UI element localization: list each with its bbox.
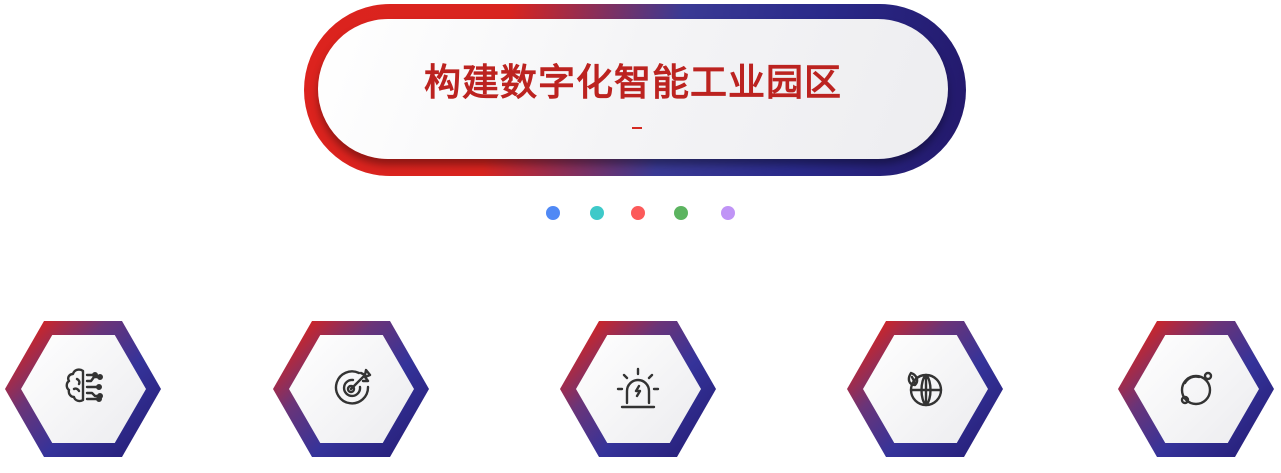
pagination-dot-2[interactable] bbox=[590, 206, 604, 220]
ai-brain-icon bbox=[55, 359, 115, 419]
title-underline bbox=[632, 127, 642, 129]
alarm-light-icon bbox=[608, 359, 668, 419]
eco-globe-icon bbox=[895, 359, 955, 419]
target-icon bbox=[321, 359, 381, 419]
pagination-dot-4[interactable] bbox=[674, 206, 688, 220]
pagination-dot-5[interactable] bbox=[721, 206, 735, 220]
title-banner bbox=[318, 19, 948, 159]
feature-hex-5-inner bbox=[1134, 335, 1259, 443]
page-title: 构建数字化智能工业园区 bbox=[424, 61, 842, 104]
pagination-dot-1[interactable] bbox=[546, 206, 560, 220]
orbit-icon bbox=[1166, 359, 1226, 419]
pagination-dot-3[interactable] bbox=[631, 206, 645, 220]
